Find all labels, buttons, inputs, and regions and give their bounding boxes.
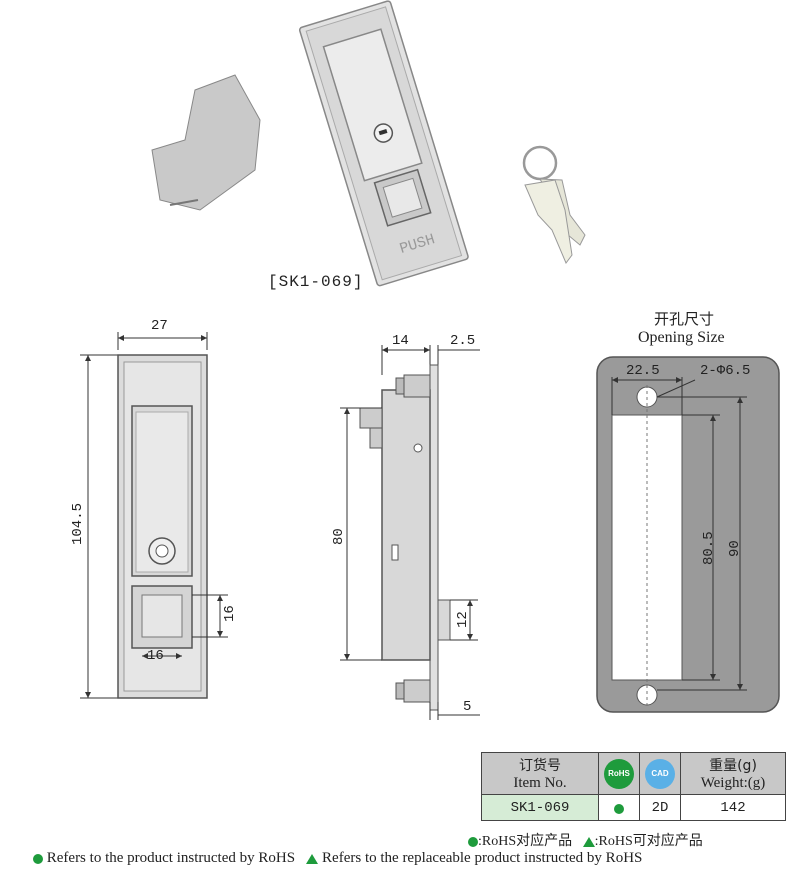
side-bottom-dim: 5 (463, 699, 472, 715)
cad-header: CAD (639, 752, 681, 795)
button-height-dim: 16 (222, 605, 238, 622)
item-header: 订货号 Item No. (481, 752, 599, 795)
rohs-header: RoHS (598, 752, 640, 795)
item-no-cell: SK1-069 (481, 794, 599, 821)
side-depth-dim: 14 (392, 333, 409, 349)
front-view-drawing (80, 332, 228, 699)
legend-cn: :RoHS对应产品 :RoHS可对应产品 (468, 830, 703, 850)
side-plate-dim: 2.5 (450, 333, 476, 349)
side-view-drawing (340, 345, 480, 720)
opening-width-dim: 22.5 (626, 363, 660, 379)
rohs-dot-icon (614, 803, 624, 814)
cad-badge: CAD (645, 758, 675, 789)
opening-holes-dim: 2-Φ6.5 (700, 363, 751, 379)
table-row: SK1-069 2D 142 (481, 794, 786, 821)
rohs-triangle-icon (306, 853, 319, 864)
model-label: [SK1-069] (268, 273, 364, 291)
rohs-triangle-icon (582, 836, 595, 847)
legend-en: Refers to the product instructed by RoHS… (33, 850, 642, 867)
button-width-dim: 16 (147, 648, 164, 664)
side-cam-dim: 12 (455, 611, 471, 628)
opening-title-en: Opening Size (638, 329, 725, 346)
front-width-dim: 27 (151, 318, 168, 334)
product-photo: PUSH (151, 0, 469, 287)
keys-image (522, 145, 586, 264)
cad-cell: 2D (639, 794, 681, 821)
rohs-cell (598, 794, 640, 821)
opening-inner-dim: 80.5 (701, 531, 717, 565)
rohs-dot-icon (468, 836, 478, 847)
spec-table: 订货号 Item No. RoHS CAD 重量(g) Weight:(g) S… (481, 752, 786, 821)
opening-outer-dim: 90 (727, 540, 743, 557)
opening-title-cn: 开孔尺寸 (654, 310, 715, 328)
weight-header: 重量(g) Weight:(g) (680, 752, 786, 795)
side-length-dim: 80 (331, 528, 347, 545)
rohs-badge: RoHS (604, 758, 634, 789)
weight-cell: 142 (680, 794, 786, 821)
front-height-dim: 104.5 (70, 502, 86, 545)
rohs-dot-icon (33, 853, 43, 864)
opening-drawing (596, 356, 780, 713)
